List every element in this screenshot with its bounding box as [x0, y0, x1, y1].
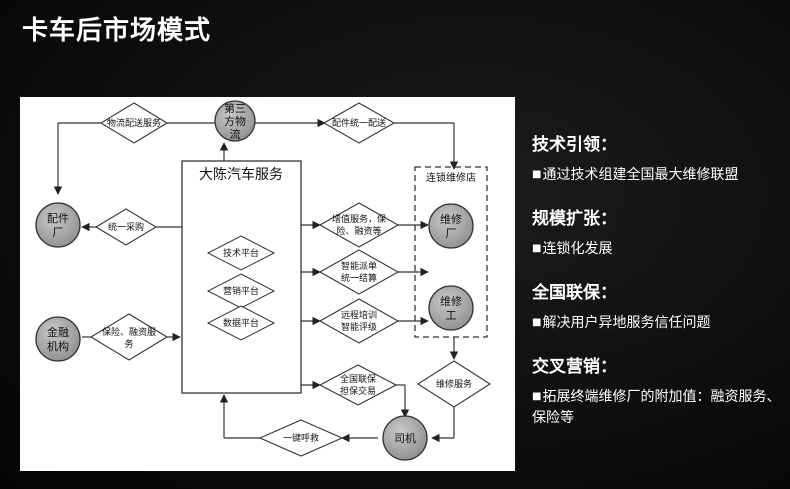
node-parts-factory-line2: 厂 — [53, 226, 64, 239]
diamond-training — [318, 298, 400, 344]
label-rescue: 一键呼救 — [283, 432, 319, 444]
node-repair-factory-line1: 维修 — [440, 212, 462, 226]
business-model-diagram: 大陈汽车服务 技术平台 营销平台 数据平台 连锁维修店 第三 方物 流 配件 厂… — [20, 97, 515, 471]
label-insurance-finance-line2: 务 — [124, 338, 133, 350]
label-unified-purchase: 统一采购 — [108, 221, 144, 233]
feature-list: 技术引领： ■通过技术组建全国最大维修联盟 规模扩张： ■连锁化发展 全国联保：… — [532, 130, 782, 447]
bullet-icon: ■ — [532, 243, 542, 254]
section-warranty: 全国联保： ■解决用户异地服务信任问题 — [532, 278, 782, 334]
node-circle — [35, 202, 81, 248]
section-text: 连锁化发展 — [542, 241, 613, 257]
label-logistics: 物流配送服务 — [107, 117, 161, 129]
node-circle — [428, 203, 474, 249]
label-insurance-finance-line1: 保险、融资服 — [102, 326, 156, 338]
platform-diamond — [206, 305, 276, 341]
platform-item-marketing: 营销平台 — [223, 285, 259, 297]
label-training-line1: 远程培训 — [341, 309, 377, 321]
diamond-parts-dist — [322, 102, 396, 144]
diamond-logistics — [99, 102, 169, 144]
label-parts-dist: 配件统一配送 — [332, 117, 386, 129]
diamond-guarantee — [318, 364, 398, 406]
node-driver: 司机 — [394, 431, 416, 445]
node-finance-line1: 金融 — [47, 325, 69, 339]
diamond-value-added — [318, 202, 400, 248]
platform-title: 大陈汽车服务 — [199, 166, 283, 183]
bullet-icon: ■ — [532, 317, 542, 328]
diamond-dispatch — [318, 249, 400, 295]
node-circle — [35, 316, 81, 362]
node-third-party-line2: 方物 — [224, 114, 246, 128]
section-title: 交叉营销： — [532, 357, 617, 377]
bullet-icon: ■ — [532, 391, 542, 402]
diamond-unified-purchase — [94, 208, 158, 246]
diamond-rescue — [258, 419, 344, 457]
section-text: 解决用户异地服务信任问题 — [542, 315, 711, 331]
label-dispatch-line1: 智能派单 — [341, 260, 377, 272]
bullet-icon: ■ — [532, 169, 542, 180]
section-scale: 规模扩张： ■连锁化发展 — [532, 204, 782, 260]
node-parts-factory-line1: 配件 — [47, 212, 69, 225]
diamond-repair-service — [416, 360, 492, 408]
node-circle — [382, 415, 428, 461]
chain-store-box — [414, 166, 488, 338]
page-title: 卡车后市场模式 — [22, 16, 212, 46]
label-guarantee-line1: 全国联保 — [340, 373, 376, 385]
section-text: 通过技术组建全国最大维修联盟 — [542, 167, 739, 183]
label-repair-service: 维修服务 — [436, 378, 472, 390]
section-title: 规模扩张： — [532, 209, 617, 229]
label-value-added-line2: 险、融资等 — [336, 225, 381, 237]
section-cross-marketing: 交叉营销： ■拓展终端维修厂的附加值：融资服务、保险等 — [532, 352, 782, 429]
node-repair-worker-line1: 维修 — [440, 294, 462, 308]
section-title: 技术引领： — [532, 135, 617, 155]
platform-diamond — [206, 235, 276, 271]
node-third-party-line3: 流 — [230, 127, 241, 141]
node-repair-worker-line2: 工 — [446, 309, 457, 322]
section-text: 拓展终端维修厂的附加值：融资服务、保险等 — [532, 389, 781, 426]
label-guarantee-line2: 担保交易 — [340, 385, 376, 397]
platform-item-data: 数据平台 — [223, 317, 259, 329]
node-repair-factory-line2: 厂 — [446, 227, 457, 240]
node-finance-line2: 机构 — [47, 339, 69, 353]
section-tech: 技术引领： ■通过技术组建全国最大维修联盟 — [532, 130, 782, 186]
chain-store-label: 连锁维修店 — [426, 171, 476, 184]
section-title: 全国联保： — [532, 283, 617, 303]
node-circle — [214, 100, 256, 142]
label-training-line2: 智能评级 — [341, 321, 377, 333]
diamond-insurance-finance — [89, 313, 169, 361]
label-value-added-line1: 增值服务，保 — [332, 213, 386, 225]
platform-item-tech: 技术平台 — [223, 247, 259, 259]
node-circle — [428, 285, 474, 331]
node-third-party-line1: 第三 — [224, 101, 246, 115]
label-dispatch-line2: 统一结算 — [341, 272, 377, 284]
